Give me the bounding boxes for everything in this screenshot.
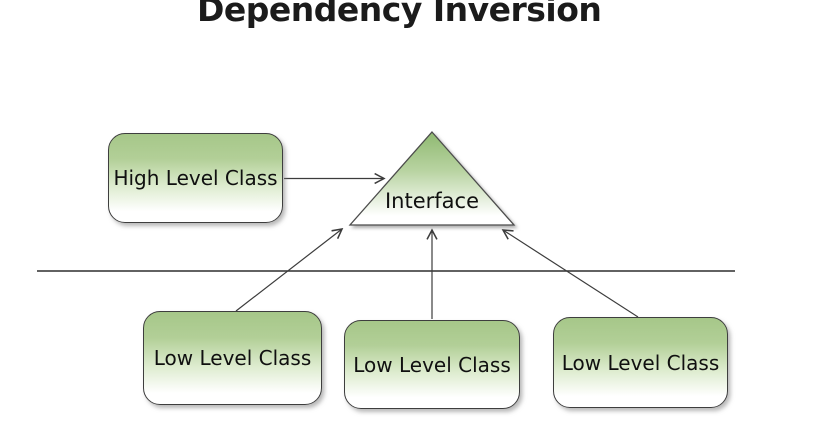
arrow-low-level-1-to-interface bbox=[235, 227, 344, 312]
low-level-class-2-label: Low Level Class bbox=[353, 352, 511, 377]
high-level-class-box: High Level Class bbox=[108, 133, 283, 223]
page-title: Dependency Inversion bbox=[197, 0, 602, 29]
interface-node-label: Interface bbox=[384, 189, 480, 213]
low-level-class-box-1: Low Level Class bbox=[143, 311, 322, 405]
low-level-class-box-2: Low Level Class bbox=[344, 320, 520, 409]
low-level-class-3-label: Low Level Class bbox=[561, 350, 720, 375]
interface-triangle bbox=[348, 131, 516, 226]
low-level-class-box-3: Low Level Class bbox=[553, 317, 728, 408]
high-level-class-label: High Level Class bbox=[113, 166, 278, 190]
arrow-low-level-3-to-interface bbox=[501, 229, 639, 318]
low-level-class-1-label: Low Level Class bbox=[153, 346, 312, 370]
